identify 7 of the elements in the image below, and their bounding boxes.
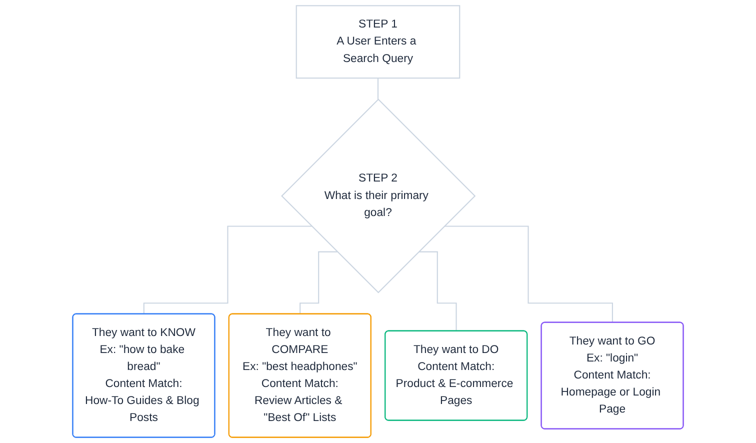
connector: [418, 251, 457, 332]
connector: [377, 78, 379, 100]
connector: [300, 251, 338, 315]
node-diamond: STEP 2 What is their primary goal?: [281, 98, 476, 294]
node-box: STEP 1 A User Enters a Search Query: [296, 5, 460, 79]
connector: [143, 226, 312, 315]
connector: [444, 226, 614, 324]
